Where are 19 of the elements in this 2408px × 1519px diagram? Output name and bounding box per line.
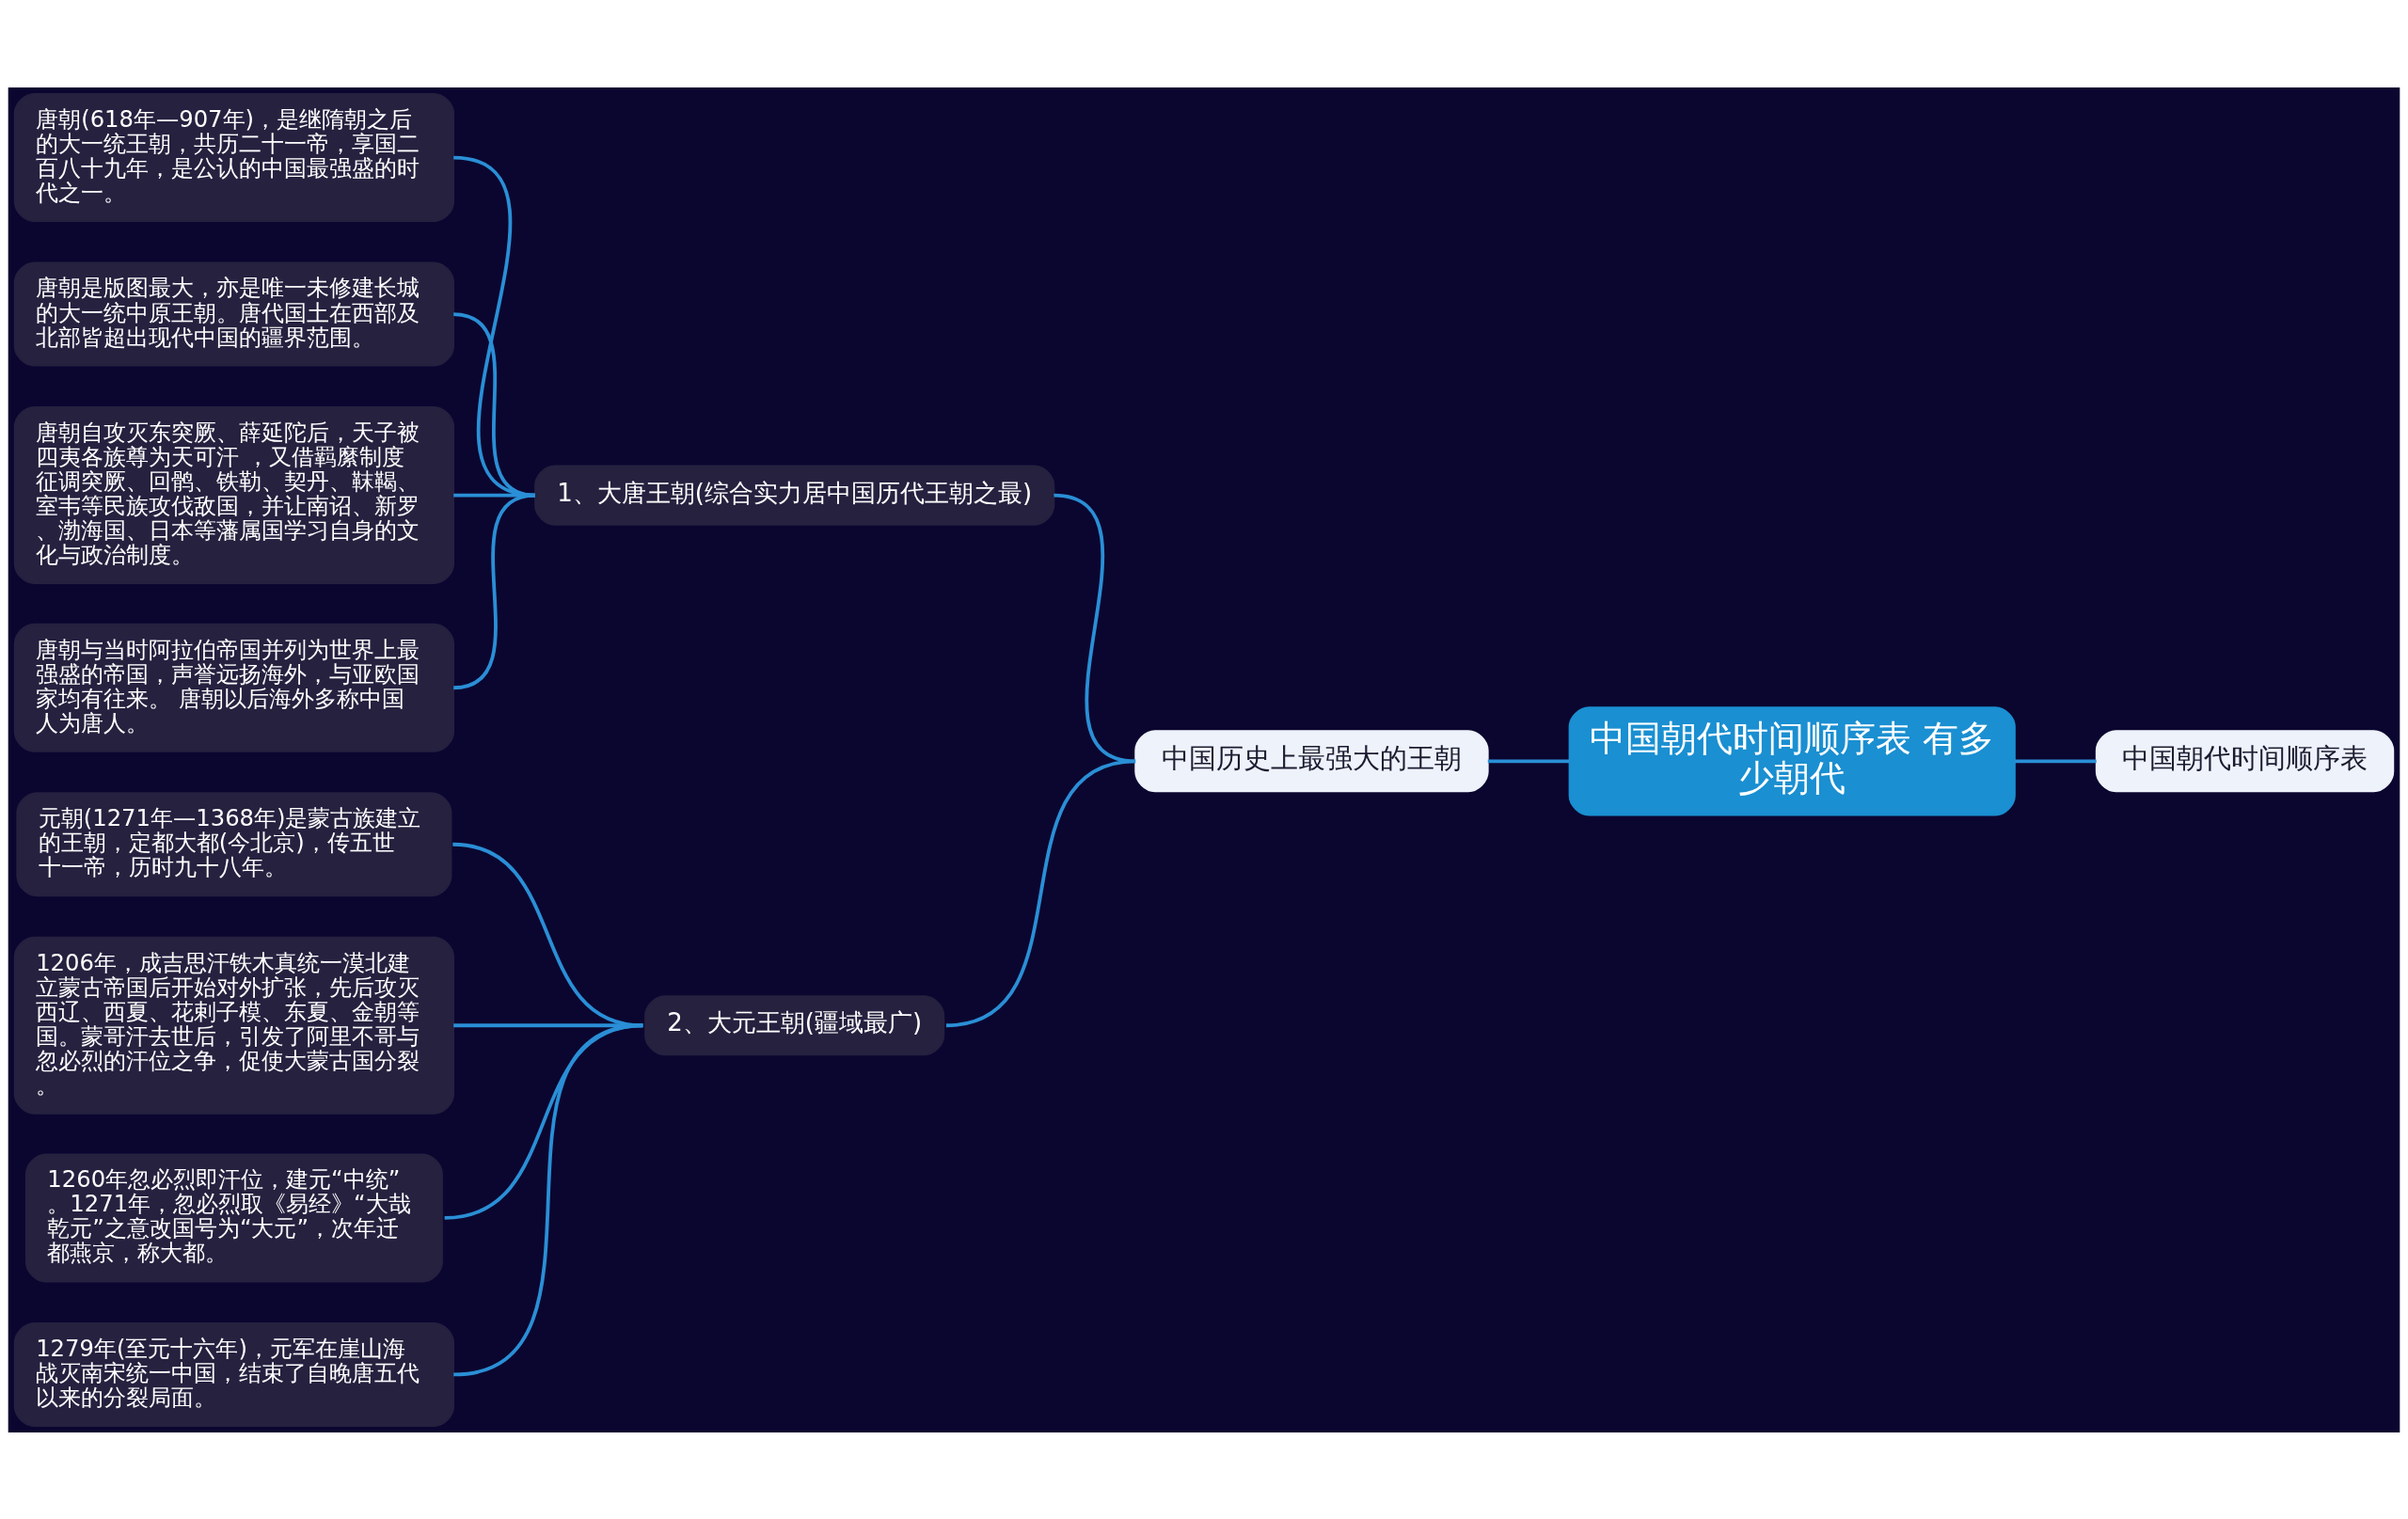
node-box: 元朝(1271年—1368年)是蒙古族建立的王朝，定都大都(今北京)，传五世十一帝，历时九十八年。 [16, 791, 452, 896]
node-box: 唐朝(618年—907年)，是继隋朝之后的大一统王朝，共历二十一帝，享国二百八十九年，是公认的中国最强盛的时代之一。 [13, 92, 455, 222]
node-box: 1260年忽必烈即汗位，建元“中统”。1271年，忽必烈取《易经》“大哉乾元”之意改国号为“大元”，次年迁都燕京，称大都。 [24, 1152, 443, 1282]
connector [452, 493, 536, 689]
node-box: 2、大元王朝(疆域最广) [644, 994, 945, 1055]
connector [945, 758, 1136, 1027]
connector [1054, 493, 1136, 763]
node-box: 唐朝自攻灭东突厥、薛延陀后，天子被四夷各族尊为天可汗 ，又借羁縻制度征调突厥、回鹘、铁勒、契丹、靺鞨、室韦等民族攻伐敌国，并让南诏、新罗、渤海国、日本等藩属国学习自身的文化与政治制度。 [13, 405, 455, 584]
node-box: 1、大唐王朝(综合实力居中国历代王朝之最) [534, 465, 1055, 526]
node-box: 唐朝与当时阿拉伯帝国并列为世界上最强盛的帝国，声誉远扬海外，与亚欧国家均有往来。 唐朝以后海外多称中国人为唐人。 [13, 623, 455, 752]
node-box: 中国历史上最强大的王朝 [1134, 729, 1489, 792]
node-box: 1279年(至元十六年)，元军在崖山海战灭南宋统一中国，结束了自晚唐五代以来的分裂局面。 [13, 1321, 455, 1427]
node-box: 中国朝代时间顺序表 有多少朝代 [1568, 705, 2016, 815]
connector [452, 1022, 643, 1376]
connector [1487, 758, 1570, 763]
node-box: 1206年，成吉思汗铁木真统一漠北建立蒙古帝国后开始对外扩张，先后攻灭西辽、西夏、花剌子模、东夏、金朝等国。蒙哥汗去世后，引发了阿里不哥与忽必烈的汗位之争，促使大蒙古国分裂。 [13, 936, 455, 1115]
node-box: 唐朝是版图最大，亦是唯一未修建长城的大一统中原王朝。唐代国土在西部及北部皆超出现代中国的疆界范围。 [13, 261, 455, 367]
connector [2015, 758, 2097, 763]
node-box: 中国朝代时间顺序表 [2095, 729, 2395, 792]
